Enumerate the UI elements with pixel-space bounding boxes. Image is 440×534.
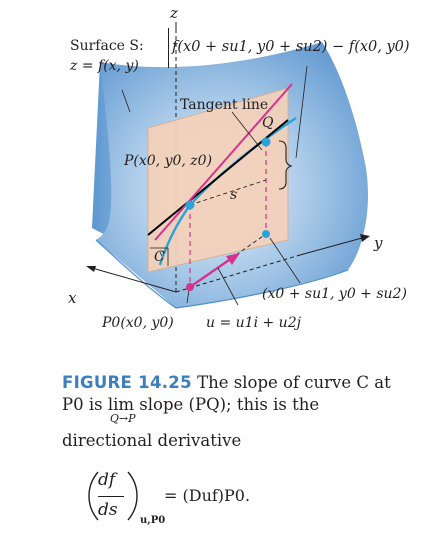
caption-text-line2-suffix: slope (PQ); this is the xyxy=(139,395,320,414)
caption-text-line3: directional derivative xyxy=(62,431,242,450)
difference-label: f(x0 + su1, y0 + su2) − f(x0, y0) xyxy=(172,39,410,55)
surface-label-line2: z = f(x, y) xyxy=(70,58,139,74)
y-axis-hidden xyxy=(175,254,301,293)
equation-numerator: df xyxy=(98,470,116,490)
y-axis xyxy=(299,237,363,256)
curve-c-label: C xyxy=(154,249,165,265)
tangent-line-label: Tangent line xyxy=(180,97,269,113)
caption-text-line1: The slope of curve C at xyxy=(197,373,391,392)
x-axis-arrow xyxy=(86,266,96,272)
guide-horizontal xyxy=(189,179,267,206)
leader-c xyxy=(159,251,163,257)
caption-line2: P0 is lim Q→P slope (PQ); this is the xyxy=(62,394,432,425)
leader-difference xyxy=(295,65,308,159)
leader-tangent xyxy=(231,111,263,151)
leader-surface xyxy=(121,89,131,113)
caption-lim-subscript: Q→P xyxy=(109,412,136,425)
caption-lim-word: lim xyxy=(107,395,135,414)
point-p0 xyxy=(186,283,194,291)
secant-pq xyxy=(154,83,293,241)
direction-vector-arrowhead xyxy=(226,253,240,265)
directional-derivative-figure xyxy=(86,22,370,309)
equation-fraction-bar xyxy=(98,496,124,498)
leader-displaced xyxy=(269,237,301,284)
equation-right-paren xyxy=(127,471,138,521)
surface-lower-edge xyxy=(95,239,349,309)
equation-rhs: = (Duf)P0. xyxy=(164,486,251,505)
equation-left-paren xyxy=(88,471,99,521)
difference-brace xyxy=(278,140,293,190)
base-point-label: P0(x0, y0) xyxy=(102,315,174,331)
leader-u xyxy=(217,267,239,306)
equation-denominator: ds xyxy=(98,500,118,520)
displaced-point-label: (x0 + su1, y0 + su2) xyxy=(262,286,407,302)
equation-subscript: u,P0 xyxy=(140,515,166,526)
point-displaced xyxy=(262,230,270,238)
point-p xyxy=(185,200,195,210)
axis-z-label: z xyxy=(170,4,178,22)
direction-vector-label: u = u1i + u2j xyxy=(206,315,301,331)
surface-label-line1: Surface S: xyxy=(70,38,144,54)
y-axis-arrow xyxy=(360,234,370,242)
caption-text-line2-prefix: P0 is xyxy=(62,395,103,414)
s-label: s xyxy=(230,187,238,203)
point-q-label: Q xyxy=(262,115,274,131)
point-q xyxy=(261,137,271,147)
difference-label-bracket xyxy=(168,28,169,68)
caption-limit: lim Q→P xyxy=(107,394,136,425)
figure-number: FIGURE 14.25 xyxy=(62,373,192,392)
x-axis xyxy=(91,267,177,293)
leader-p0 xyxy=(186,289,190,304)
axis-x-label: x xyxy=(68,289,77,307)
figure-caption: FIGURE 14.25 The slope of curve C at P0 … xyxy=(62,372,432,452)
axis-y-label: y xyxy=(374,234,383,252)
surface-label: Surface S: z = f(x, y) xyxy=(70,36,144,76)
caption-line1: FIGURE 14.25 The slope of curve C at xyxy=(62,372,432,394)
label-c-box xyxy=(150,247,169,266)
point-p-label: P(x0, y0, z0) xyxy=(124,153,213,169)
direction-vector-u xyxy=(189,257,233,288)
vertical-plane xyxy=(147,87,289,273)
